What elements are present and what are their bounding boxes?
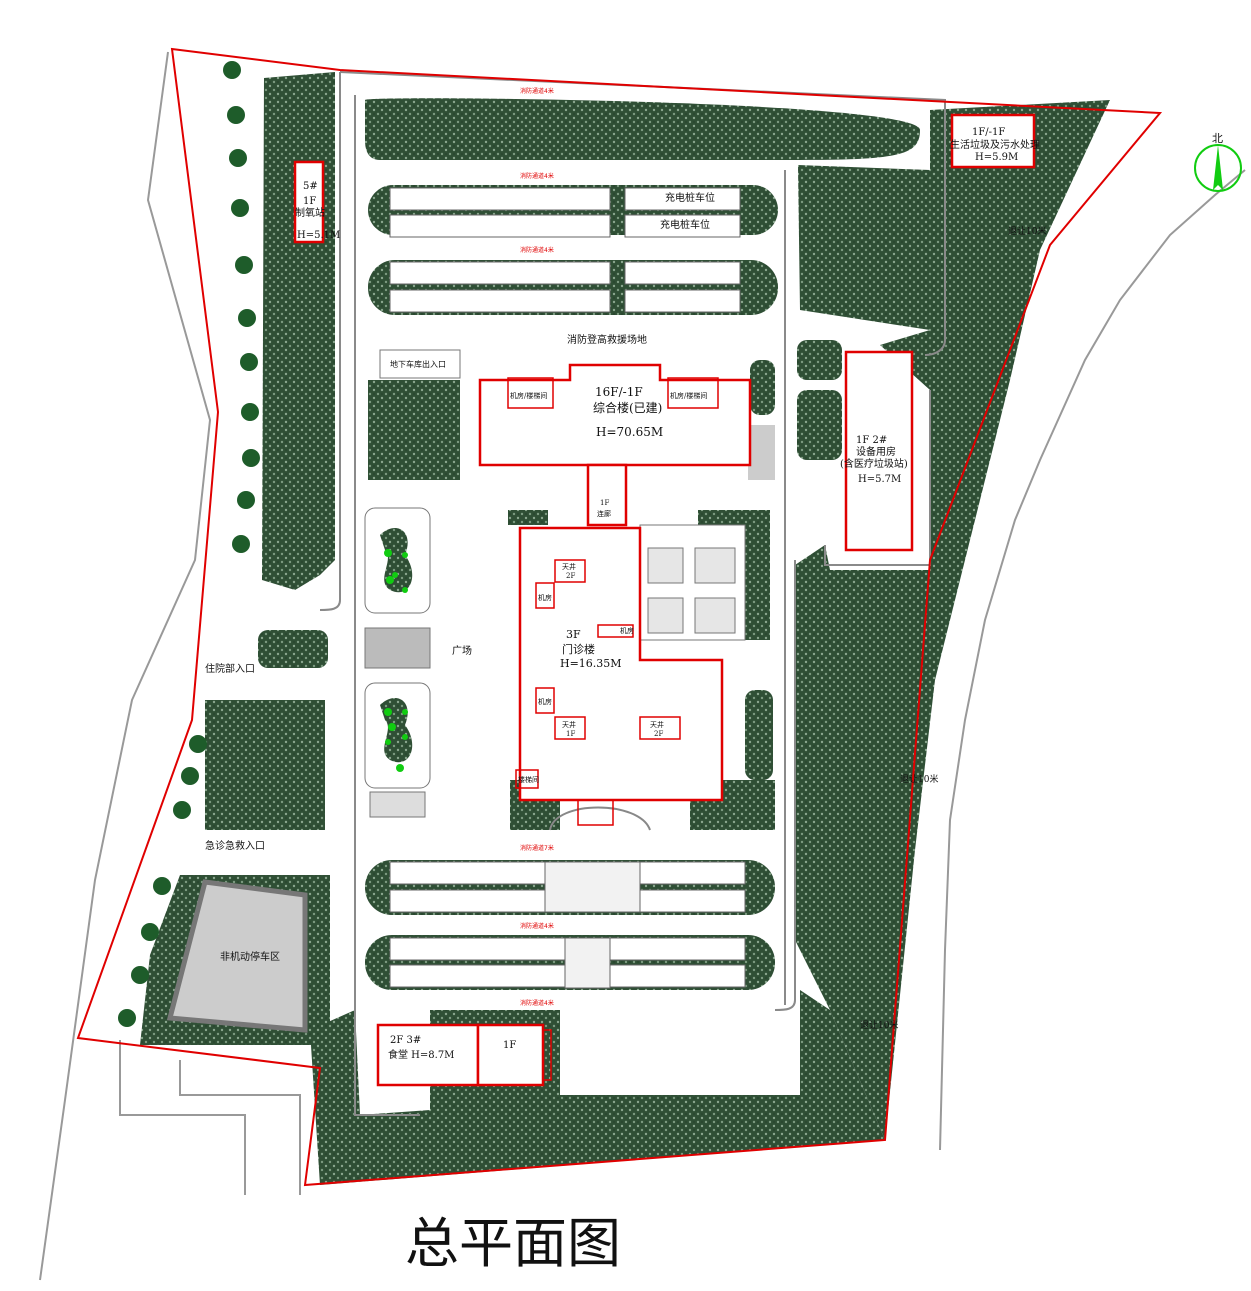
outpatient-l3: H=16.35M — [560, 657, 622, 670]
waste-building — [950, 113, 1036, 169]
equipment-l3: (含医疗垃圾站) — [840, 457, 908, 470]
svg-text:消防通道4米: 消防通道4米 — [520, 246, 554, 254]
north-label: 北 — [1212, 132, 1223, 145]
complex-room-right: 机房/楼梯间 — [670, 391, 707, 400]
canteen-annex — [476, 1023, 545, 1087]
equipment-building — [844, 350, 914, 552]
roads — [319, 71, 946, 1116]
outpatient-building — [518, 526, 724, 802]
equipment-l1: 1F 2# — [856, 435, 887, 446]
roundabout — [549, 806, 651, 831]
garage-box — [379, 349, 461, 379]
waste-l1: 1F/-1F — [972, 127, 1005, 138]
building-labels: 5# 1F 制氧站 H=5.1M 1F/-1F 生活垃圾及污水处理 H=5.9M… — [295, 127, 1040, 1061]
courtyard-grid — [647, 547, 736, 634]
road-labels: 消防通道4米 消防通道4米 消防通道4米 消防通道7米 消防通道4米 消防通道4… — [520, 87, 554, 1007]
outpatient-l1: 3F — [566, 628, 581, 641]
bike-area — [166, 879, 308, 1033]
svg-text:消防通道4米: 消防通道4米 — [520, 87, 554, 95]
outpatient-stair: 楼梯间 — [518, 775, 539, 784]
setback-label-3: 退让10米 — [860, 1019, 898, 1031]
green-west-lower — [205, 700, 325, 830]
complex-l3: H=70.65M — [596, 425, 663, 439]
page-title: 总平面图 — [405, 1212, 621, 1275]
svg-text:消防通道4米: 消防通道4米 — [520, 172, 554, 180]
outpatient-sky3: 天井 — [650, 720, 664, 729]
area-labels: 充电桩车位 充电桩车位 消防登高救援场地 地下车库出入口 住院部入口 急诊急救入… — [166, 191, 1046, 1033]
trees — [118, 61, 260, 1027]
parking-rows — [389, 187, 746, 989]
plaza-label: 广场 — [452, 644, 472, 657]
outpatient-mech3: 机房 — [538, 697, 552, 706]
oxygen-l4: H=5.1M — [297, 230, 340, 241]
green-north-island — [365, 98, 920, 160]
corridor-l1: 1F — [600, 499, 609, 507]
gravel-east — [748, 425, 775, 480]
outpatient-sky3f: 2F — [654, 730, 663, 738]
green-mid-west — [368, 380, 460, 480]
green-mid-east3 — [797, 340, 842, 380]
corridor-building — [586, 463, 628, 527]
green-west-strip — [262, 72, 335, 590]
complex-l1: 16F/-1F — [595, 385, 643, 399]
emergency-label: 急诊急救入口 — [205, 839, 265, 852]
green-mid-east1 — [750, 360, 775, 415]
outpatient-sky2f: 1F — [566, 730, 575, 738]
garage-label: 地下车库出入口 — [390, 359, 446, 369]
svg-text:消防通道7米: 消防通道7米 — [520, 844, 554, 852]
corridor-l2: 连廊 — [597, 509, 611, 518]
setback-label-1: 退让10米 — [1008, 225, 1046, 237]
site-boundary-lines — [39, 51, 1246, 1281]
svg-text:消防通道4米: 消防通道4米 — [520, 922, 554, 930]
green-mid-east2 — [797, 390, 842, 460]
complex-l2: 综合楼(已建) — [593, 400, 662, 415]
oxygen-l3: 制氧站 — [295, 206, 325, 219]
green-west-island — [258, 630, 328, 668]
canteen-l1: 2F 3# — [390, 1035, 421, 1046]
red-site-boundary — [76, 47, 1163, 1187]
equipment-l4: H=5.7M — [858, 474, 901, 485]
green-northeast — [798, 165, 930, 330]
north-compass: 北 — [1194, 132, 1242, 192]
inpatient-label: 住院部入口 — [205, 662, 255, 675]
buildings — [293, 113, 1036, 1087]
canteen-l2: 食堂 H=8.7M — [388, 1048, 454, 1061]
charging-label-2: 充电桩车位 — [660, 218, 710, 231]
waste-l2: 生活垃圾及污水处理 — [950, 138, 1040, 151]
outpatient-mech2: 机房 — [620, 626, 634, 635]
complex-room-left: 机房/楼梯间 — [510, 391, 547, 400]
waste-l3: H=5.9M — [975, 152, 1018, 163]
green-south — [310, 990, 885, 1185]
canteen-annex-label: 1F — [503, 1040, 516, 1051]
oxygen-l1: 5# — [303, 181, 318, 192]
outpatient-sky1: 天井 — [562, 562, 576, 571]
building-subrooms — [507, 377, 719, 1081]
green-east-strip — [745, 690, 773, 780]
green-court-ne — [698, 510, 770, 640]
complex-building — [478, 363, 752, 467]
outpatient-l2: 门诊楼 — [562, 642, 595, 656]
green-court-n — [508, 510, 548, 525]
charging-label-1: 充电桩车位 — [665, 191, 715, 204]
equipment-l2: 设备用房 — [856, 445, 896, 458]
setback-label-2: 退让10米 — [900, 773, 938, 785]
outpatient-sky2: 天井 — [562, 720, 576, 729]
fire-area-label: 消防登高救援场地 — [567, 333, 647, 346]
svg-text:消防通道4米: 消防通道4米 — [520, 999, 554, 1007]
green-east — [795, 100, 1110, 1140]
oxygen-building — [293, 160, 325, 244]
outpatient-sky1f: 2F — [566, 572, 575, 580]
canteen-building — [376, 1023, 480, 1087]
outpatient-mech1: 机房 — [538, 593, 552, 602]
oxygen-l2: 1F — [303, 196, 316, 207]
garden-islands — [364, 507, 431, 818]
bike-label: 非机动停车区 — [220, 950, 280, 963]
